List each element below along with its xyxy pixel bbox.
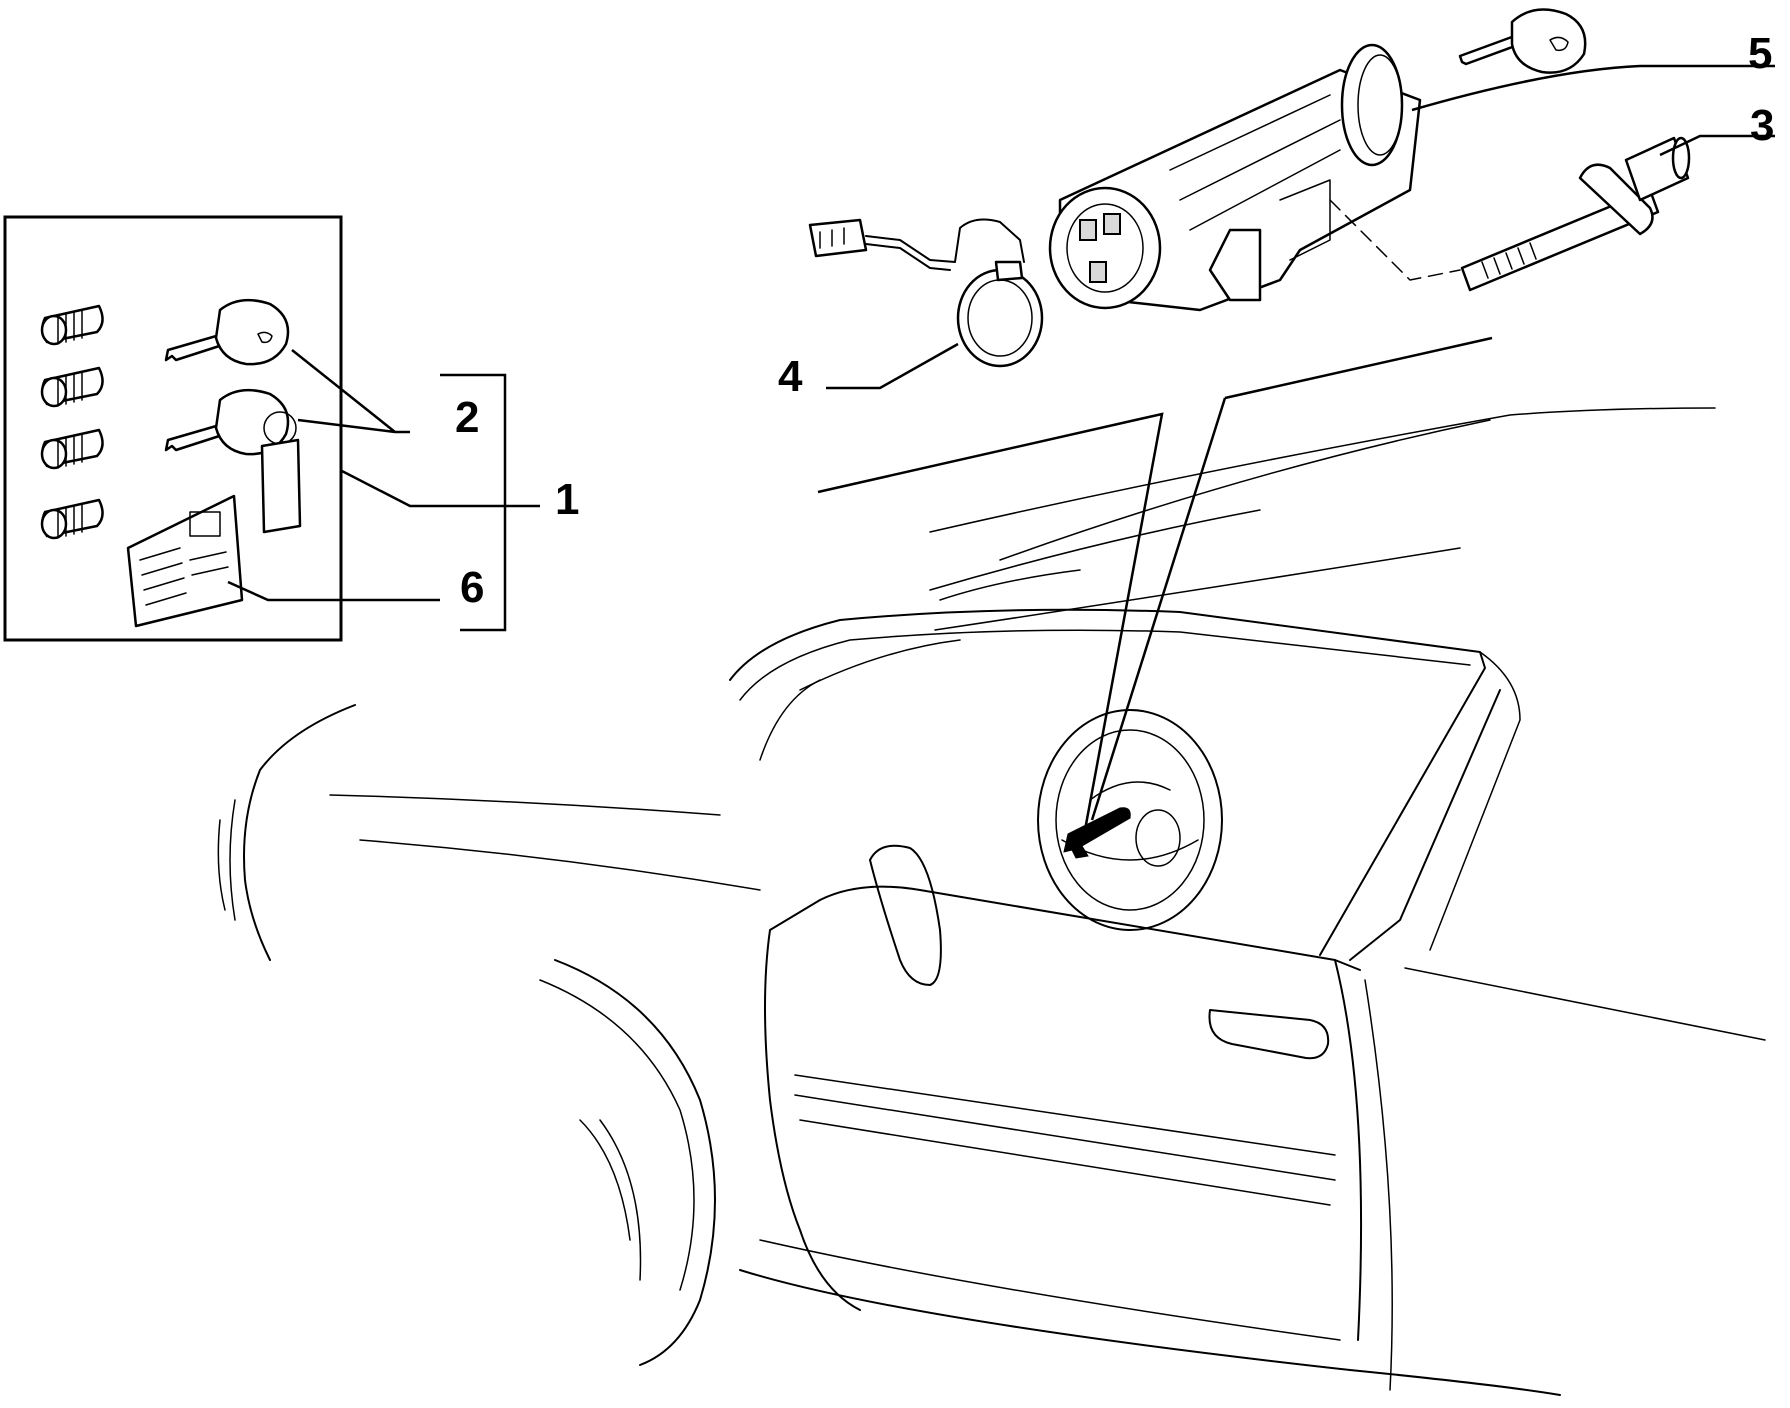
callout-2: 2 [455,393,479,442]
key [164,298,290,366]
callout-6: 6 [460,563,484,612]
steering-wheel [1037,709,1223,931]
leader-2 [291,349,410,434]
leader-3-dash [1329,199,1461,281]
lock-cylinder [40,428,104,470]
lock-cylinder [40,304,104,346]
pointer-lines [817,336,1493,831]
key-with-tag [164,388,302,534]
wire-connector-ring [808,218,1044,368]
lock-set-inset [3,215,540,642]
callout-3: 3 [1750,101,1774,150]
leader-4 [826,342,959,390]
callout-5: 5 [1748,29,1772,78]
callout-1: 1 [555,475,579,524]
bracket [440,373,507,632]
callout-labels: 2 1 6 4 5 3 [455,29,1774,612]
leader-3 [1659,134,1775,157]
shear-bolt [1460,136,1691,292]
code-card [126,494,244,628]
car-outline [217,336,1766,1396]
callout-4: 4 [778,352,803,401]
ignition-key [1458,8,1587,74]
leader-1 [339,468,540,508]
leader-6 [227,580,440,602]
leader-5 [1411,64,1775,112]
lock-cylinder [40,498,104,540]
lock-cylinder [40,366,104,408]
ignition-location-marker [1063,807,1131,859]
ignition-switch-body [1048,43,1422,312]
ignition-parts [808,8,1775,390]
